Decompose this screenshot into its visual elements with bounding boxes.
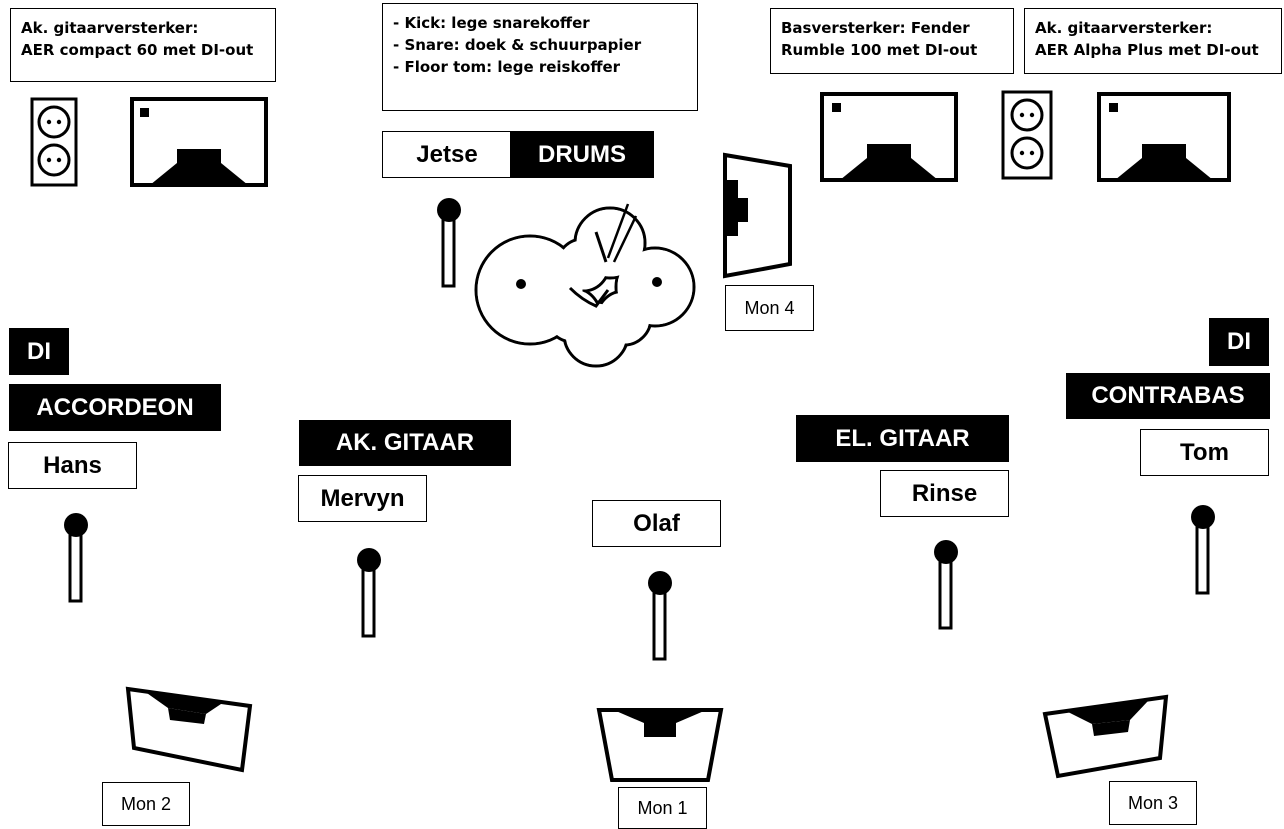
contrabas-instrument-label: CONTRABAS xyxy=(1066,373,1270,419)
di-label: DI xyxy=(1209,318,1269,366)
power-socket-icon xyxy=(1001,90,1053,180)
drums-note: - Kick: lege snarekoffer - Snare: doek &… xyxy=(382,3,698,111)
stage-monitor-icon xyxy=(1042,694,1169,779)
player-name-label: Rinse xyxy=(880,470,1009,517)
note-line: Ak. gitaarversterker: xyxy=(1035,19,1213,37)
note-line: Ak. gitaarversterker: xyxy=(21,19,199,37)
drum-kit-icon xyxy=(474,203,696,368)
microphone-icon xyxy=(648,571,672,661)
note-line: - Floor tom: lege reiskoffer xyxy=(393,58,621,76)
microphone-icon xyxy=(64,513,88,603)
monitor-label: Mon 3 xyxy=(1109,781,1197,825)
microphone-icon xyxy=(437,198,461,288)
microphone-icon xyxy=(934,540,958,630)
note-line: AER compact 60 met DI-out xyxy=(21,41,254,59)
amp-right-note: Ak. gitaarversterker: AER Alpha Plus met… xyxy=(1024,8,1282,74)
amplifier-icon xyxy=(820,92,958,182)
note-line: Basversterker: Fender xyxy=(781,19,970,37)
microphone-icon xyxy=(357,548,381,638)
stage-monitor-icon xyxy=(723,152,792,279)
note-line: - Kick: lege snarekoffer xyxy=(393,14,590,32)
el-gitaar-instrument-label: EL. GITAAR xyxy=(796,415,1009,462)
bass-amp-note: Basversterker: Fender Rumble 100 met DI-… xyxy=(770,8,1014,74)
monitor-label: Mon 4 xyxy=(725,285,814,331)
player-name-label: Olaf xyxy=(592,500,721,547)
di-label: DI xyxy=(9,328,69,375)
amplifier-icon xyxy=(130,97,268,187)
note-line: AER Alpha Plus met DI-out xyxy=(1035,41,1259,59)
drums-instrument-label: DRUMS xyxy=(510,131,654,178)
monitor-label: Mon 1 xyxy=(618,787,707,829)
accordeon-instrument-label: ACCORDEON xyxy=(9,384,221,431)
player-name-label: Hans xyxy=(8,442,137,489)
player-name-label: Tom xyxy=(1140,429,1269,476)
note-line: - Snare: doek & schuurpapier xyxy=(393,36,642,54)
microphone-icon xyxy=(1191,505,1215,595)
player-name-label: Mervyn xyxy=(298,475,427,522)
stage-monitor-icon xyxy=(125,686,253,773)
note-line: Rumble 100 met DI-out xyxy=(781,41,978,59)
power-socket-icon xyxy=(30,97,78,187)
monitor-label: Mon 2 xyxy=(102,782,190,826)
ak-gitaar-instrument-label: AK. GITAAR xyxy=(299,420,511,466)
drummer-name-label: Jetse xyxy=(382,131,512,178)
amp-left-note: Ak. gitaarversterker: AER compact 60 met… xyxy=(10,8,276,82)
stage-monitor-icon xyxy=(596,708,724,782)
amplifier-icon xyxy=(1097,92,1231,182)
